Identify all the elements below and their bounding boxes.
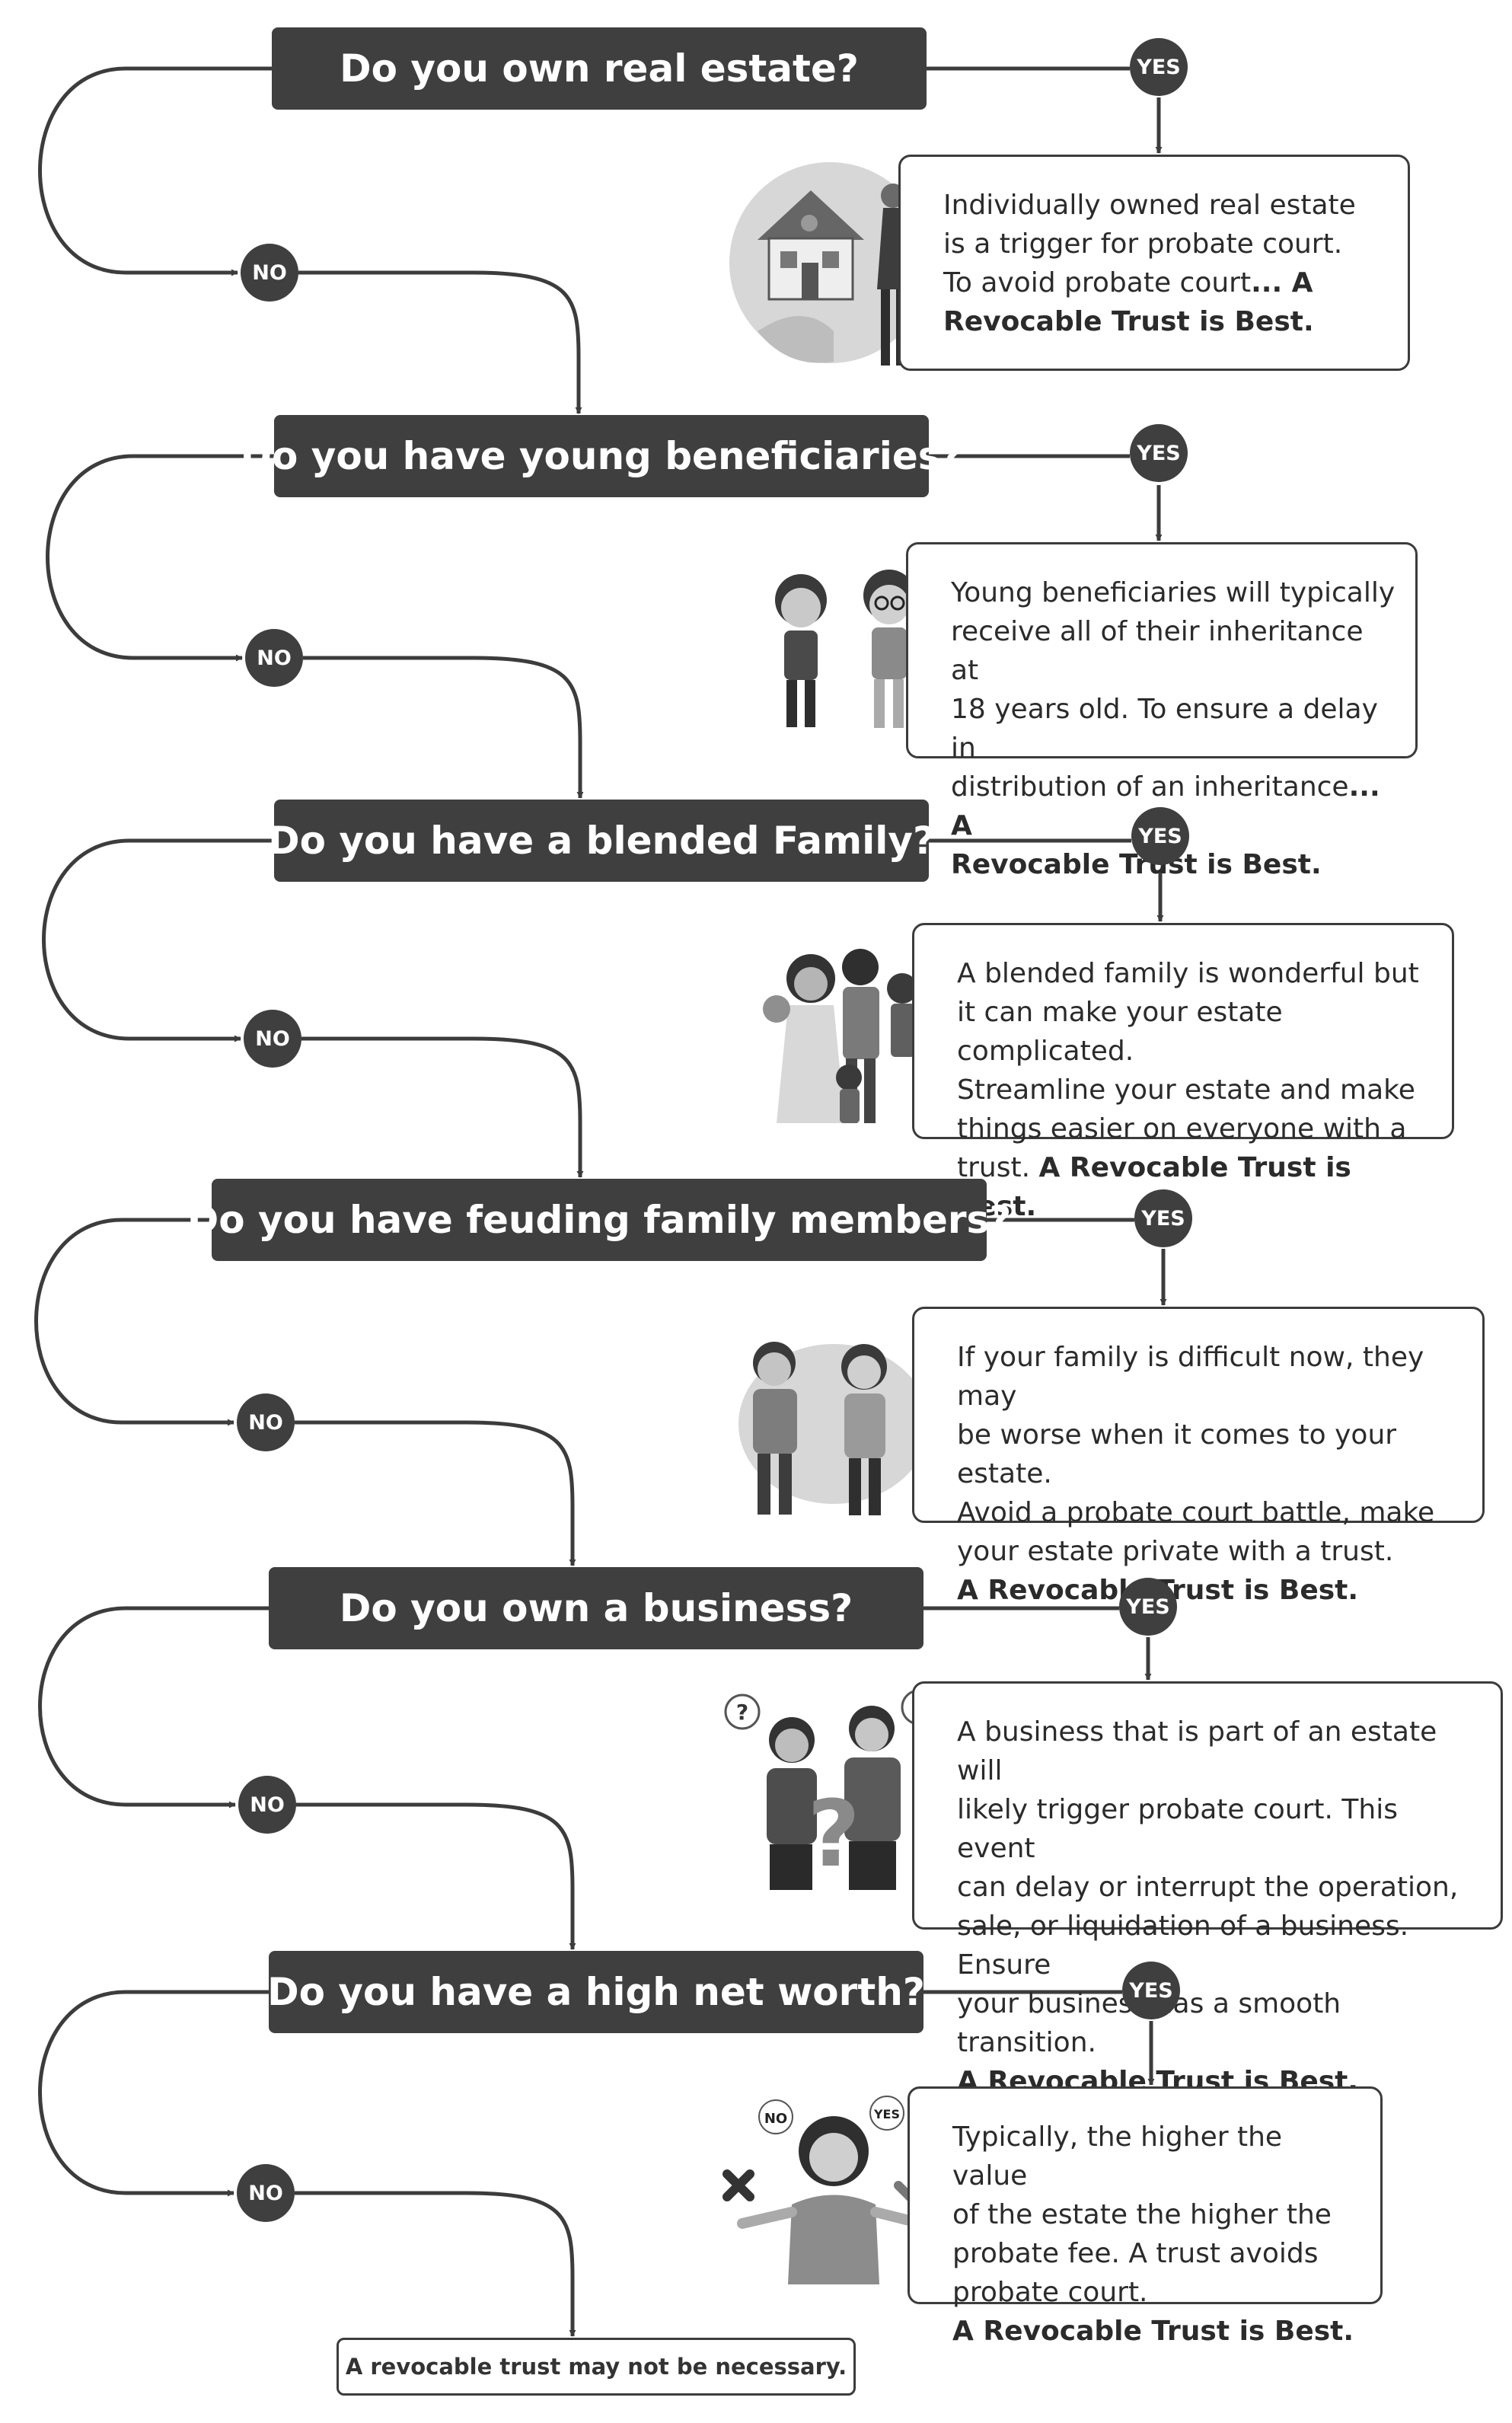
no-badge: NO [245, 629, 303, 687]
question-feuding-family: Do you have feuding family members? [212, 1179, 987, 1261]
no-next-arrow [298, 273, 579, 413]
question-high-net-worth: Do you have a high net worth? [269, 1951, 923, 2033]
no-badge: NO [237, 2164, 295, 2222]
yes-badge: YES [1131, 807, 1189, 865]
no-badge: NO [238, 1776, 296, 1834]
answer-conclusion: A Revocable Trust is Best. [952, 2316, 1354, 2347]
no-loop-arrow [44, 841, 275, 1039]
answer-box-real-estate: Individually owned real estate is a trig… [898, 155, 1410, 371]
question-real-estate: Do you own real estate? [272, 27, 927, 110]
yes-badge: YES [1130, 38, 1188, 96]
mini-no-label: NO [764, 2111, 787, 2127]
mini-yes-label: YES [873, 2107, 900, 2121]
svg-text:?: ? [807, 1782, 860, 1888]
answer-box-young-beneficiaries: Young beneficiaries will typically recei… [906, 542, 1418, 758]
question-blended-family: Do you have a blended Family? [274, 800, 929, 882]
yes-badge: YES [1119, 1578, 1177, 1636]
no-loop-arrow [40, 69, 273, 273]
no-badge: NO [244, 1010, 301, 1068]
answer-box-own-business: A business that is part of an estate wil… [912, 1681, 1503, 1930]
answer-text: Typically, the higher the value of the e… [952, 2121, 1332, 2308]
yes-badge: YES [1122, 1962, 1180, 2019]
yes-badge: YES [1134, 1189, 1192, 1247]
final-outcome-box: A revocable trust may not be necessary. [337, 2338, 856, 2396]
no-next-arrow [295, 1422, 573, 1566]
answer-text: If your family is difficult now, they ma… [957, 1342, 1434, 1567]
arguing-couple-icon [727, 1325, 933, 1523]
answer-box-feuding-family: If your family is difficult now, they ma… [912, 1307, 1485, 1523]
no-next-arrow [301, 1039, 580, 1177]
question-own-business: Do you own a business? [269, 1567, 923, 1649]
question-young-beneficiaries: Do you have young beneficiaries? [274, 415, 929, 497]
no-loop-arrow [40, 1992, 270, 2193]
confused-business-owners-icon: ? ? ? [719, 1683, 940, 1896]
yes-badge: YES [1130, 424, 1188, 482]
answer-box-high-net-worth: Typically, the higher the value of the e… [908, 2086, 1383, 2304]
svg-text:?: ? [736, 1700, 748, 1725]
no-next-arrow [296, 1805, 573, 1949]
no-loop-arrow [40, 1608, 270, 1805]
no-loop-arrow [37, 1220, 234, 1422]
no-next-arrow [295, 2193, 573, 2336]
answer-text: Young beneficiaries will typically recei… [951, 577, 1395, 803]
answer-box-blended-family: A blended family is wonderful but it can… [912, 923, 1454, 1139]
no-loop-arrow [48, 456, 275, 658]
no-next-arrow [303, 658, 580, 798]
no-badge: NO [241, 244, 298, 302]
no-badge: NO [237, 1393, 295, 1451]
